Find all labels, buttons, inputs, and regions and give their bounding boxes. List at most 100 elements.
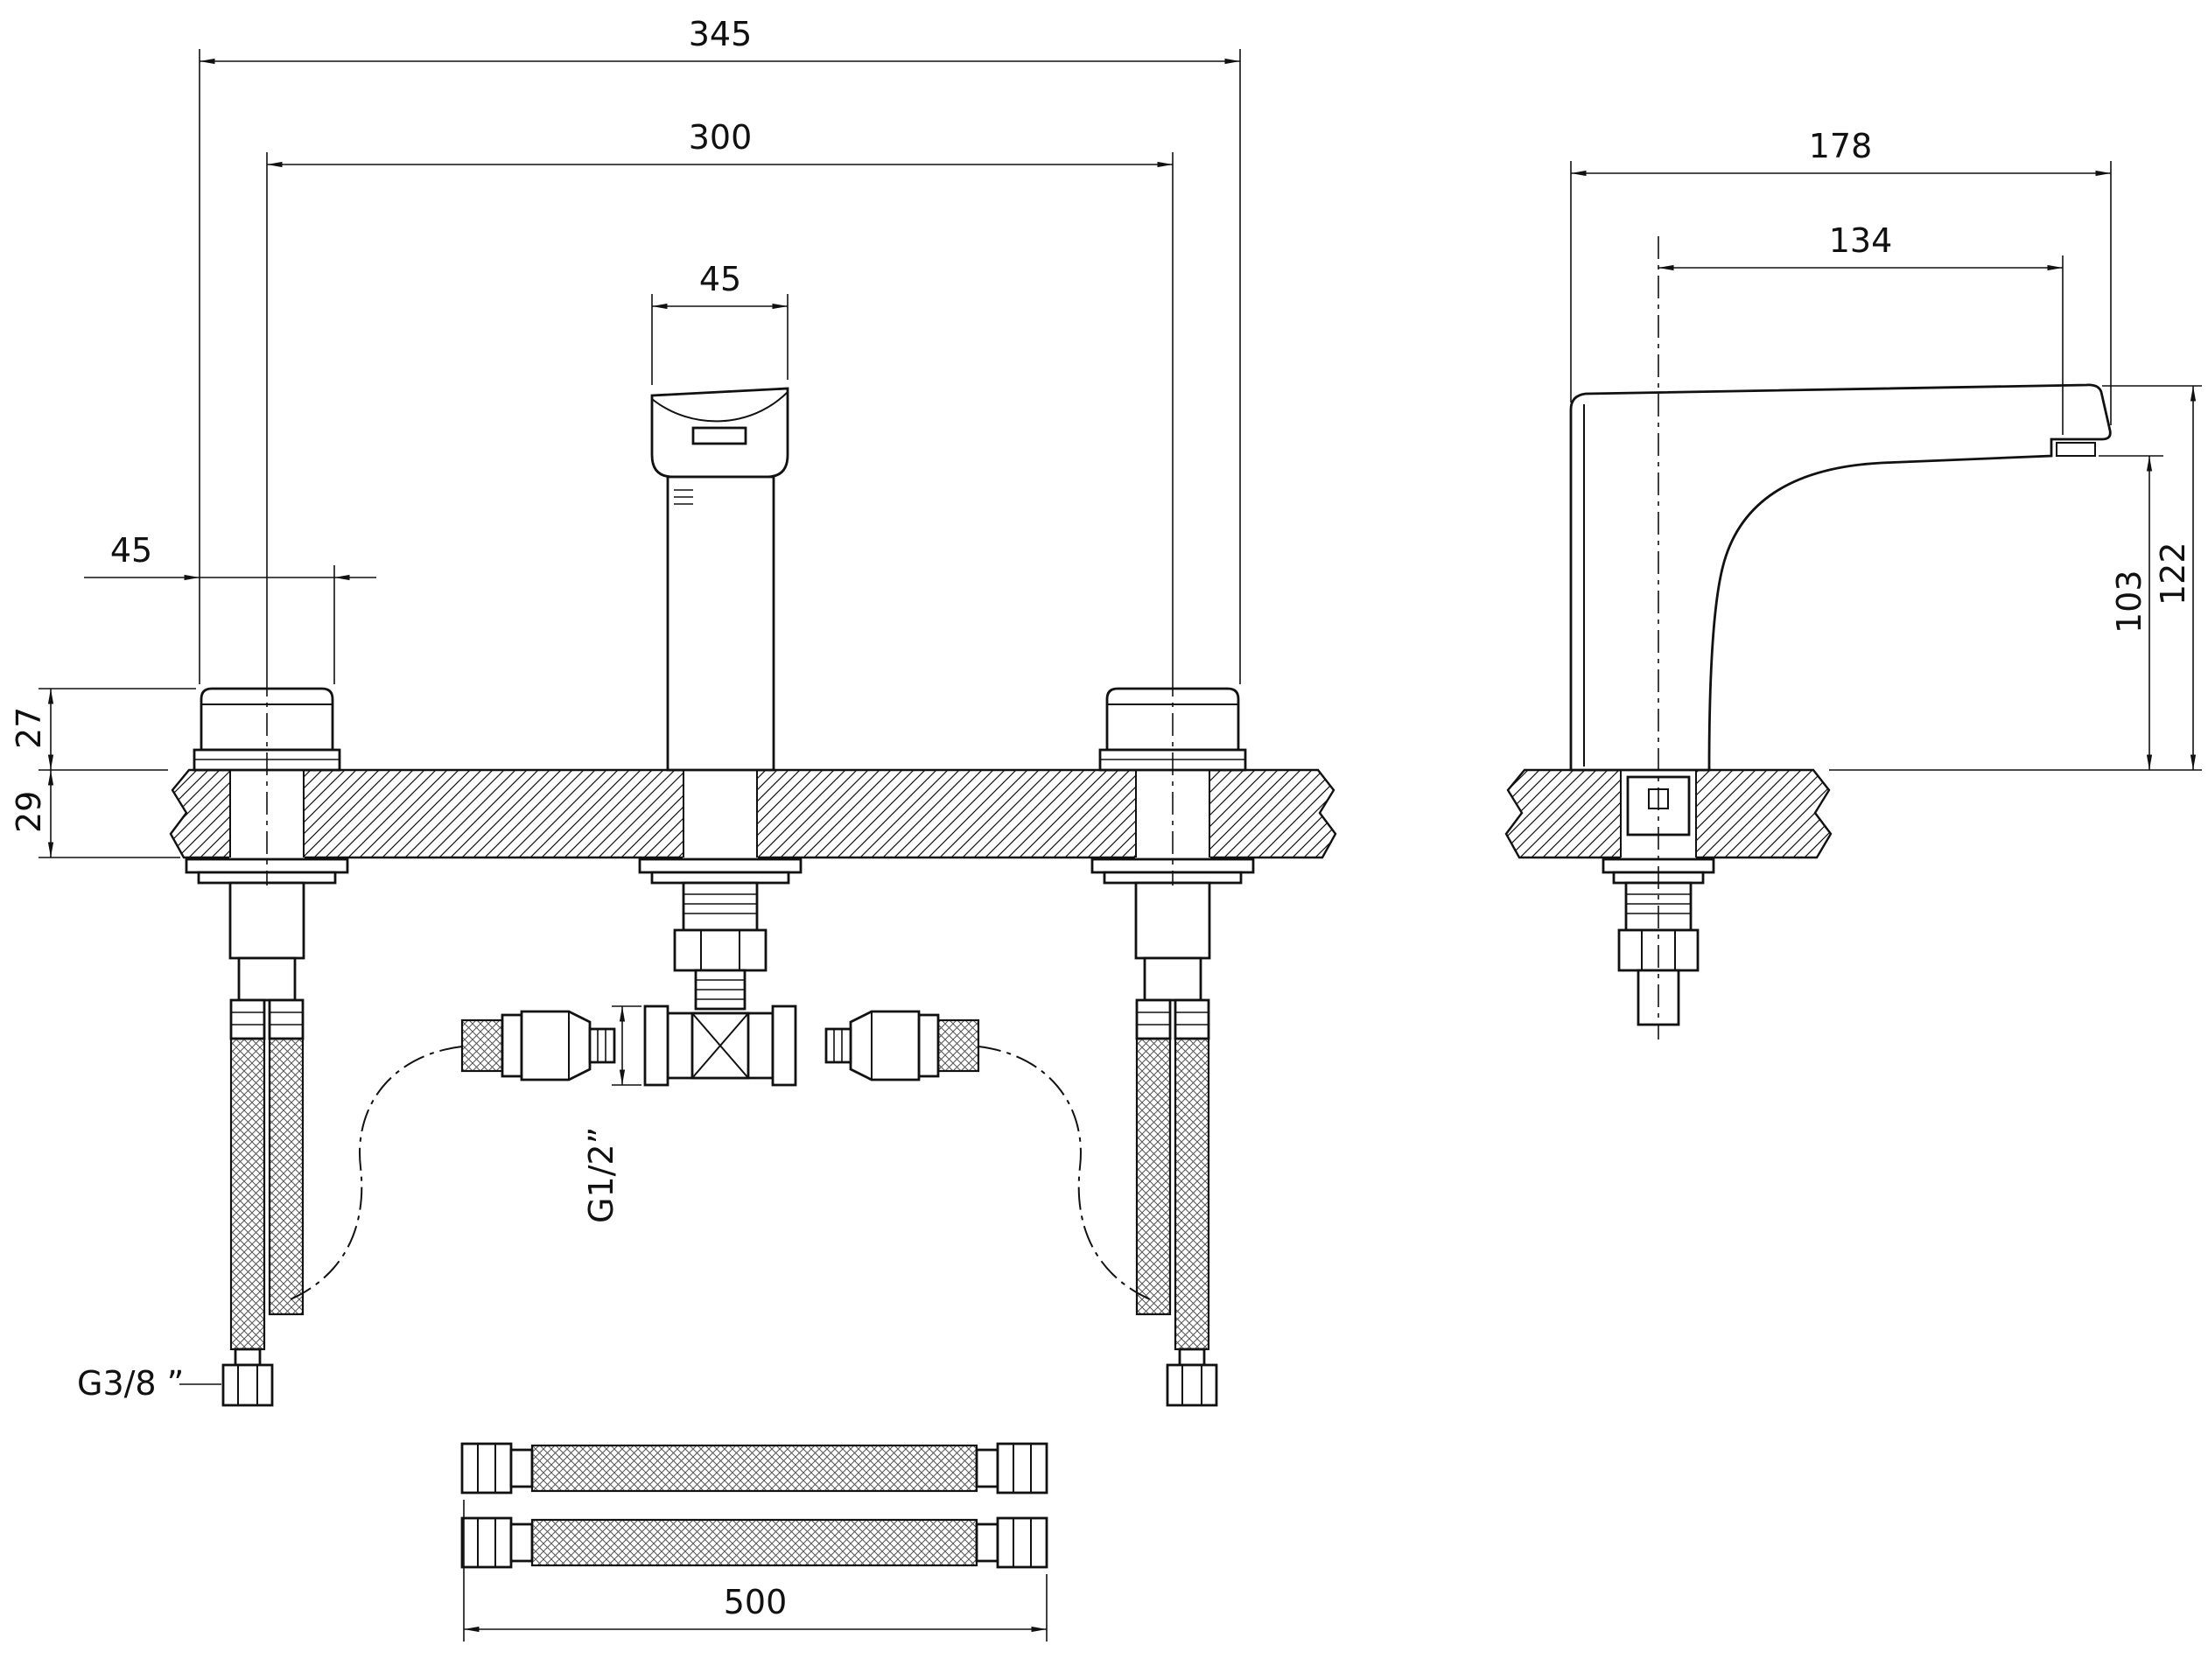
hose1-nut-left-facets xyxy=(477,1444,496,1493)
dim-deck-thickness-value: 29 xyxy=(10,791,48,833)
tee-port-right xyxy=(771,1004,797,1087)
label-spout-thread-group: G1/2” xyxy=(582,1005,641,1223)
center-flange-washer-2 xyxy=(650,871,790,885)
dim-overall-width: 345 xyxy=(199,15,1241,684)
spout-front xyxy=(650,387,789,772)
dim-outlet-height: 103 xyxy=(2099,455,2163,770)
right-hose-crimp-b xyxy=(1174,998,1210,1040)
dim-height-above-deck-value: 27 xyxy=(10,707,48,749)
dim-outlet-height-value: 103 xyxy=(2110,570,2148,634)
left-connector-thread xyxy=(588,1027,616,1064)
right-hose-end-collar xyxy=(1178,1348,1206,1367)
dim-hose-length-value: 500 xyxy=(724,1583,788,1621)
dim-overall-height-value: 122 xyxy=(2154,542,2192,606)
right-valve-underdeck xyxy=(1090,858,1255,1407)
dim-height-above-deck: 27 xyxy=(10,688,196,771)
center-stem-threads xyxy=(696,979,745,1000)
left-hose-crimp-a xyxy=(229,998,266,1040)
left-valve-underdeck xyxy=(185,858,349,1407)
dim-overall-width-value: 345 xyxy=(689,15,753,53)
shank-through-deck-lines xyxy=(229,770,1210,858)
hose1-nut-left xyxy=(460,1442,513,1494)
right-crimp-lines xyxy=(1137,1012,1209,1026)
dim-handle-width: 45 xyxy=(84,531,376,684)
right-connector-collar xyxy=(917,1013,940,1078)
right-braided-hose-outer xyxy=(1174,1037,1210,1351)
phantom-hose-route-right xyxy=(978,1046,1153,1301)
left-hose-end-nut xyxy=(221,1363,274,1407)
dim-spout-width-value: 45 xyxy=(699,260,741,298)
center-shank-threads xyxy=(683,893,757,914)
hose2-braid xyxy=(530,1518,978,1567)
left-connector-braid xyxy=(460,1018,504,1073)
left-braided-hose-inner xyxy=(268,1037,305,1316)
dim-spout-reach-value: 134 xyxy=(1829,221,1893,260)
hose2-nut-right xyxy=(996,1516,1048,1569)
hose2-nut-left-facets xyxy=(477,1518,496,1567)
left-hose-end-nut-facets xyxy=(237,1365,258,1405)
right-handle xyxy=(1098,687,1247,772)
left-hose-end-collar xyxy=(234,1348,262,1367)
dim-hose-length: 500 xyxy=(463,1500,1048,1642)
left-shank-step xyxy=(237,956,297,1002)
right-connector-braid xyxy=(936,1018,980,1073)
dim-overall-depth-value: 178 xyxy=(1809,127,1873,165)
right-braided-hose-inner xyxy=(1135,1037,1172,1316)
left-connector-collar xyxy=(501,1013,523,1078)
hose1-braid xyxy=(530,1444,978,1493)
dim-overall-depth: 178 xyxy=(1570,127,2112,425)
dim-deck-thickness: 29 xyxy=(10,770,180,858)
flex-hose-1 xyxy=(460,1442,1048,1494)
flex-hose-2 xyxy=(460,1516,1048,1569)
tee-fitting xyxy=(643,1004,797,1087)
hose2-nut-left xyxy=(460,1516,513,1569)
side-view: 178 134 122 103 xyxy=(1504,127,2202,1040)
right-hose-end-nut xyxy=(1166,1363,1218,1407)
right-connector-nut xyxy=(849,1010,921,1082)
hose1-collar-right xyxy=(975,1448,999,1488)
left-braided-hose-outer xyxy=(229,1037,266,1351)
dim-spout-width: 45 xyxy=(651,260,789,385)
hose1-nut-right-facets xyxy=(1013,1444,1032,1493)
countertop-section xyxy=(169,768,1337,859)
left-shank xyxy=(228,881,305,960)
center-shank xyxy=(682,881,759,932)
spout-riser xyxy=(666,475,775,772)
label-supply-thread-group: G3/8 ” xyxy=(77,1364,221,1403)
label-supply-thread: G3/8 ” xyxy=(77,1364,184,1403)
spout-head-face-curve xyxy=(651,391,789,423)
dim-hole-spacing-value: 300 xyxy=(689,118,753,157)
spout-aerator-side xyxy=(2056,442,2096,457)
left-hose-connector xyxy=(460,1010,616,1082)
label-spout-thread: G1/2” xyxy=(582,1127,620,1223)
dim-handle-width-value: 45 xyxy=(110,531,152,570)
center-underdeck xyxy=(638,858,803,1087)
tee-cross-marks xyxy=(691,1012,749,1079)
hose2-collar-left xyxy=(509,1522,534,1563)
right-hose-connector xyxy=(824,1010,980,1082)
right-shank xyxy=(1134,881,1211,960)
center-mounting-nut xyxy=(673,928,768,972)
spout-aerator-front xyxy=(691,426,747,445)
phantom-hose-route-left xyxy=(288,1046,463,1301)
right-connector-thread-lines xyxy=(833,1029,843,1062)
left-crimp-lines xyxy=(231,1012,303,1026)
front-view: 345 300 45 45 27 xyxy=(10,15,1337,1407)
right-shank-step xyxy=(1143,956,1202,1002)
flex-hoses: 500 xyxy=(460,1442,1048,1642)
right-hose-crimp-a xyxy=(1135,998,1172,1040)
countertop-section-side xyxy=(1504,768,1833,859)
center-nut-facets xyxy=(700,930,740,970)
spout-profile xyxy=(1569,383,2112,772)
left-connector-thread-lines xyxy=(597,1029,606,1062)
dim-spout-reach: 134 xyxy=(1658,221,2064,435)
deck-hole-side-edges xyxy=(1620,770,1697,858)
right-connector-thread xyxy=(824,1027,852,1064)
spout-silhouette xyxy=(1569,383,2112,772)
center-flange-washer xyxy=(638,858,803,874)
spout-riser-detail xyxy=(674,489,693,505)
tee-port-left xyxy=(643,1004,669,1087)
hose2-collar-right xyxy=(975,1522,999,1563)
left-connector-nut xyxy=(520,1010,592,1082)
